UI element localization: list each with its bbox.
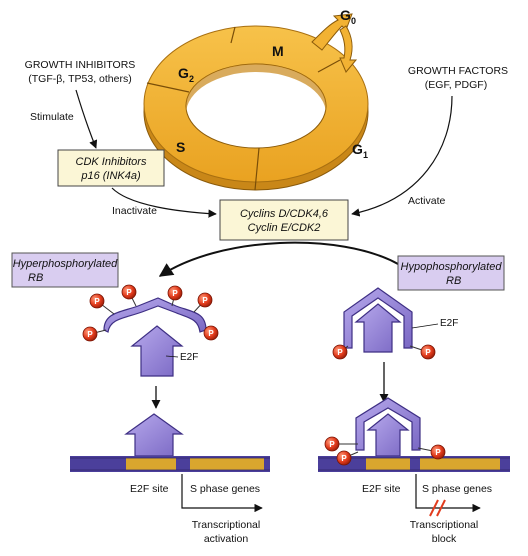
svg-text:G: G	[352, 141, 363, 157]
right-s-phase-genes-label: S phase genes	[422, 483, 492, 495]
hypo-rb-line2: RB	[446, 275, 461, 287]
e2f-free-protein	[130, 325, 184, 377]
phosphate-left-1: P	[89, 293, 115, 315]
inactivate-label: Inactivate	[112, 205, 157, 217]
growth-factors-examples: (EGF, PDGF)	[425, 79, 487, 91]
activation-line2: activation	[204, 533, 249, 545]
hypo-rb-line1: Hypophosphorylated	[401, 261, 503, 273]
right-dna	[318, 456, 510, 472]
right-e2f-label: E2F	[440, 318, 458, 329]
phosphate-left-6: P	[203, 325, 219, 341]
hyper-rb-line2: RB	[28, 272, 43, 284]
transcription-activation-arrow	[181, 474, 263, 513]
e2f-bound-by-rb-top	[354, 303, 402, 353]
svg-text:P: P	[341, 454, 347, 463]
left-dna	[70, 456, 270, 472]
g0-return-arrow	[339, 25, 358, 73]
growth-inhibitors-examples: (TGF-β, TP53, others)	[28, 73, 131, 85]
phosphate-right-top-1: P	[332, 344, 349, 360]
e2f-bound-protein	[124, 413, 184, 457]
block-line2: block	[432, 533, 457, 545]
phase-label-m: M	[272, 43, 284, 59]
growth-factors-title: GROWTH FACTORS	[408, 65, 508, 77]
svg-text:G: G	[178, 65, 189, 81]
svg-text:P: P	[329, 440, 335, 449]
svg-text:P: P	[425, 348, 431, 357]
phosphate-left-5: P	[82, 326, 107, 342]
rb-open-protein	[103, 297, 207, 333]
cdk-inhibitors-box	[57, 149, 165, 187]
cyclins-line1: Cyclins D/CDK4,6	[240, 208, 329, 220]
phase-label-s: S	[176, 139, 185, 155]
svg-text:P: P	[126, 288, 132, 297]
g0-exit-arrow	[311, 13, 353, 51]
svg-text:P: P	[172, 289, 178, 298]
e2f-bound-by-rb-bottom	[366, 413, 410, 457]
activate-arrow	[351, 95, 453, 217]
right-e2f-site-label: E2F site	[362, 483, 401, 495]
phase-label-g1: G 1	[352, 141, 368, 160]
phosphate-right-bottom-1: P	[324, 436, 358, 452]
block-line1: Transcriptional	[410, 519, 478, 531]
cdk-inhibitors-line2: p16 (INK4a)	[80, 170, 141, 182]
activation-line1: Transcriptional	[192, 519, 260, 531]
cell-cycle-ring	[143, 13, 369, 191]
phosphate-right-bottom-2: P	[336, 450, 359, 466]
svg-text:P: P	[94, 297, 100, 306]
cyclins-box	[219, 199, 349, 241]
hyperphosphorylated-rb-box	[11, 252, 119, 288]
svg-text:P: P	[435, 448, 441, 457]
svg-text:P: P	[337, 348, 343, 357]
growth-inhibitors-title: GROWTH INHIBITORS	[25, 59, 136, 71]
hyper-rb-line1: Hyperphosphorylated	[13, 258, 118, 270]
cdk-inhibitors-line1: CDK Inhibitors	[76, 156, 147, 168]
svg-text:P: P	[87, 330, 93, 339]
phosphate-right-bottom-3: P	[417, 444, 446, 460]
phosphate-left-2: P	[121, 284, 137, 307]
rb-closed-protein-top	[343, 287, 413, 349]
cyclins-line2: Cyclin E/CDK2	[248, 222, 321, 234]
phosphate-left-4: P	[193, 292, 213, 313]
phosphate-left-3: P	[167, 285, 183, 307]
svg-text:P: P	[202, 296, 208, 305]
svg-text:1: 1	[363, 150, 368, 160]
hypophosphorylated-rb-box	[397, 255, 505, 291]
rb-closed-protein-bottom	[355, 397, 421, 451]
phase-label-g2: G 2	[178, 65, 194, 84]
transcription-block-arrow	[415, 474, 481, 513]
svg-text:P: P	[208, 329, 214, 338]
inactivate-arrow	[111, 187, 217, 218]
svg-text:0: 0	[351, 16, 356, 26]
activate-label: Activate	[408, 195, 446, 207]
block-slash-icon	[429, 499, 446, 517]
phosphate-right-top-2: P	[409, 344, 436, 360]
left-s-phase-genes-label: S phase genes	[190, 483, 260, 495]
stimulate-label: Stimulate	[30, 111, 74, 123]
svg-text:G: G	[340, 7, 351, 23]
svg-text:2: 2	[189, 74, 194, 84]
left-e2f-label: E2F	[180, 352, 198, 363]
stimulate-arrow	[75, 89, 98, 149]
phase-label-g0: G 0	[340, 7, 356, 26]
phosphorylation-arrow	[158, 241, 399, 277]
left-e2f-site-label: E2F site	[130, 483, 169, 495]
